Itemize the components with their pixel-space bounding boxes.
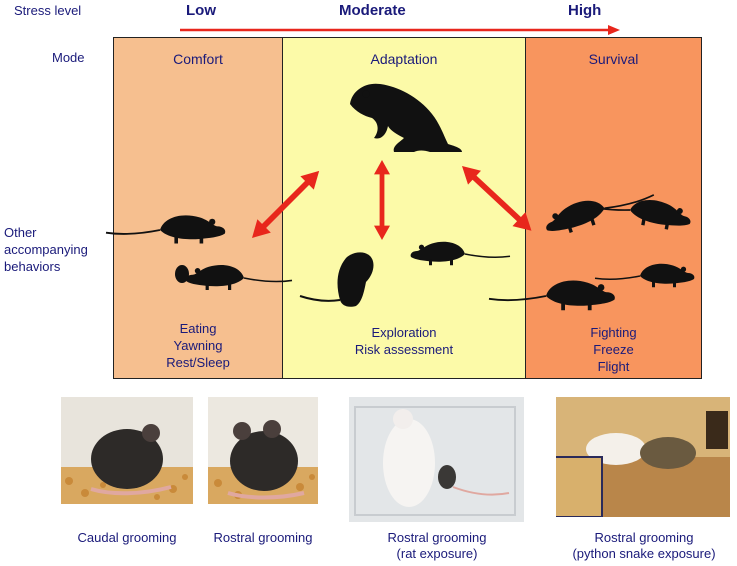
photo-python-exposure [556,397,730,517]
photo-rostral-grooming [208,397,318,504]
resting-rat-icon [105,214,227,245]
stress-level-moderate: Moderate [339,2,406,19]
upright-rat-icon [350,83,462,152]
caption-rostral-grooming: Rostral grooming [213,530,313,545]
double-arrow-comfort-icon [245,164,326,245]
caption-caudal-grooming: Caudal grooming [77,530,177,545]
behaviors-adaptation: Exploration Risk assessment [354,325,454,357]
stress-level-high: High [568,2,602,19]
photo-caudal-grooming [61,397,193,504]
rearing-rat-icon [299,252,374,307]
fleeing-rat-icon [488,279,616,312]
panel-comfort: Comfort Eating Yawning Rest/Sleep [113,37,283,379]
stress-level-low: Low [186,2,216,19]
stress-level-label: Stress level [14,3,82,18]
sniffing-rat-icon [409,241,511,266]
diagram-overlay [105,83,696,312]
behaviors-comfort: Eating Yawning Rest/Sleep [166,321,230,370]
mode-title-survival: Survival [588,51,639,67]
stress-arrow [180,25,620,35]
mode-title-comfort: Comfort [173,51,223,67]
double-arrow-center-icon [374,160,390,240]
behaviors-survival: Fighting Freeze Flight [590,325,637,374]
caption-python-exposure: Rostral grooming (python snake exposure) [572,530,716,561]
double-arrow-survival-icon [456,159,538,238]
caption-rat-exposure: Rostral grooming (rat exposure) [387,530,487,561]
photo-rat-exposure [349,397,524,522]
mode-title-adaptation: Adaptation [370,51,438,67]
mode-label: Mode [52,50,85,65]
eating-rat-icon [175,264,293,291]
other-behaviors-label: Other accompanying behaviors [4,225,88,274]
freezing-rat-icon [594,263,696,288]
